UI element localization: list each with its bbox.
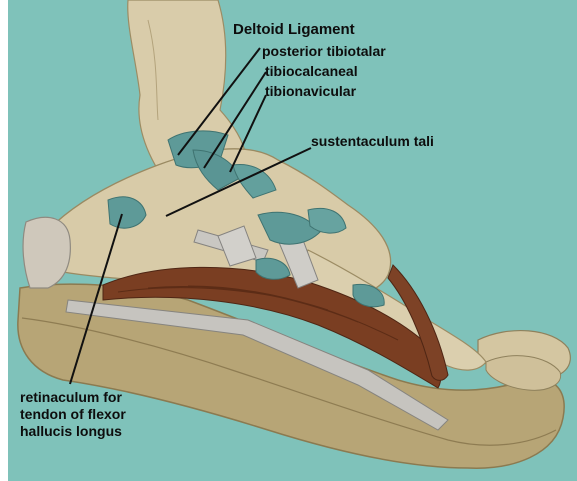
label-tibiocalcaneal: tibiocalcaneal bbox=[265, 64, 358, 78]
label-tibionavicular: tibionavicular bbox=[265, 84, 356, 98]
label-posterior-tibiotalar: posterior tibiotalar bbox=[262, 44, 386, 58]
label-deltoid-ligament: Deltoid Ligament bbox=[233, 22, 355, 37]
foot-illustration: Deltoid Ligament posterior tibiotalar ti… bbox=[8, 0, 577, 481]
label-sustentaculum-tali: sustentaculum tali bbox=[311, 134, 434, 148]
label-retinaculum-line2: tendon of flexor bbox=[20, 407, 126, 421]
label-retinaculum-line3: hallucis longus bbox=[20, 424, 122, 438]
label-retinaculum-line1: retinaculum for bbox=[20, 390, 122, 404]
